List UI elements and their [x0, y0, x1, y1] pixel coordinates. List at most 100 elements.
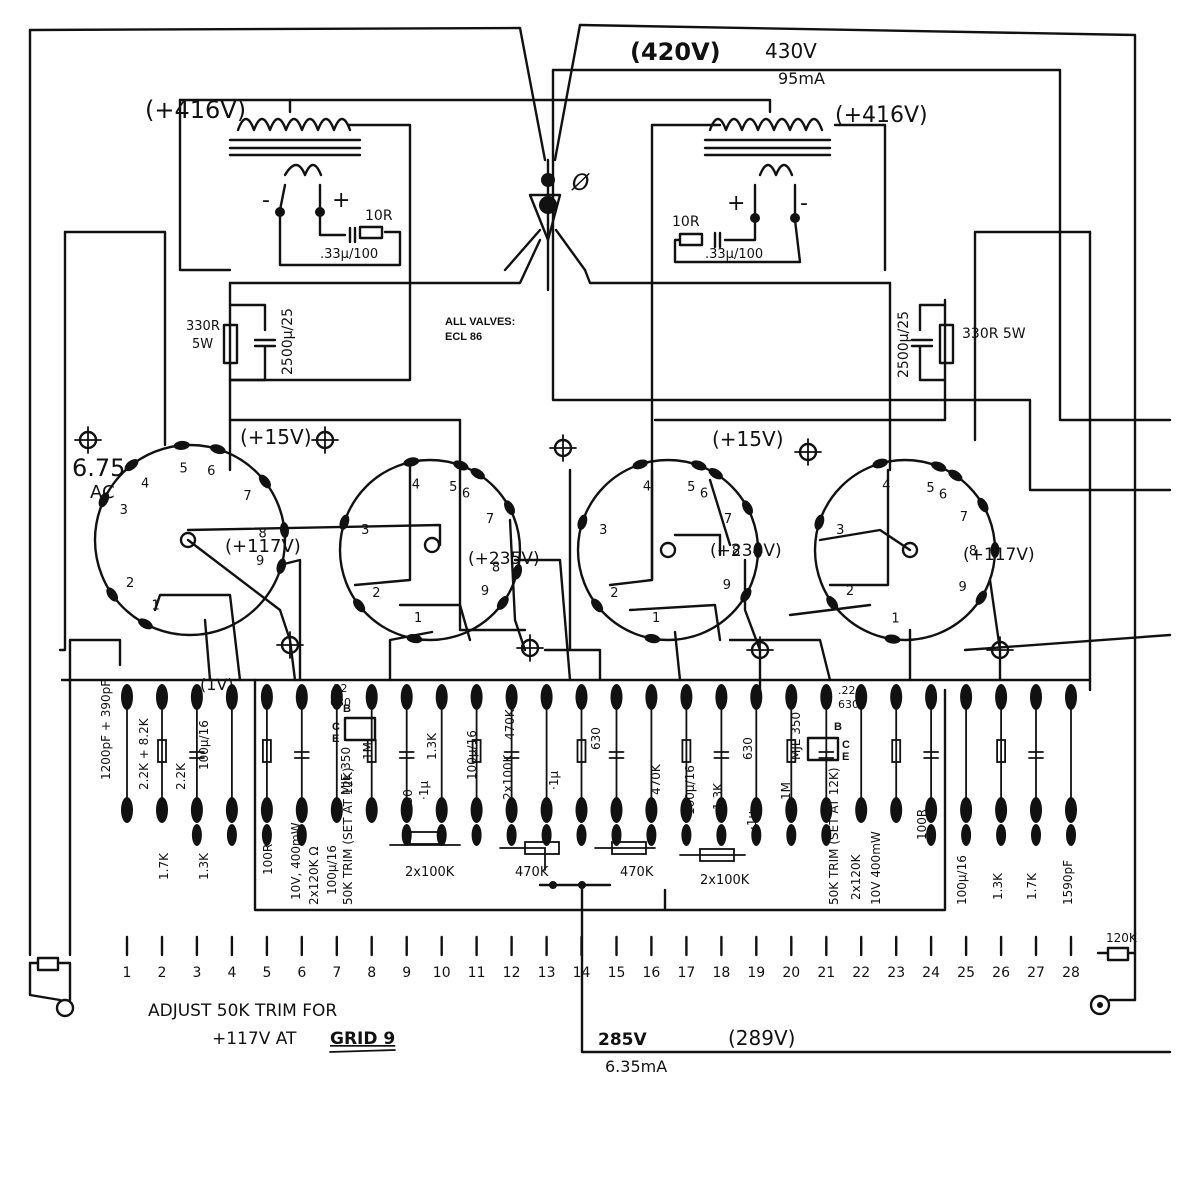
- board-pad-low: [1066, 824, 1076, 846]
- pin-number: 3: [120, 503, 128, 518]
- column-number: 26: [992, 965, 1010, 981]
- crosshair-lines: [276, 631, 304, 659]
- output-terminal-right: [1089, 946, 1137, 1016]
- board-pad-mid: [575, 797, 588, 823]
- b-plus-nominal: 430V: [765, 39, 817, 63]
- board-pad-top: [260, 684, 273, 710]
- transistor-pin-label: C: [332, 721, 340, 733]
- crosshair-lines: [746, 636, 774, 664]
- board-vertical-label: 2.2K: [174, 762, 188, 790]
- board-pad-top: [1065, 684, 1077, 710]
- left-330r: 330R: [186, 319, 220, 334]
- valve-pin: [884, 634, 901, 644]
- pin-number: 5: [179, 461, 187, 476]
- board-pad-mid: [435, 797, 448, 823]
- adjust-note: ADJUST 50K TRIM FOR +117V AT GRID 9: [148, 1001, 396, 1053]
- board-pad-top: [960, 684, 973, 710]
- pin-number: 9: [256, 554, 264, 569]
- pin-number: 4: [882, 479, 890, 494]
- right-plus: +: [727, 191, 745, 216]
- board-pad-low: [506, 824, 517, 846]
- column-number: 17: [677, 965, 695, 981]
- board-pad-top: [680, 684, 693, 710]
- pin-number: 9: [481, 584, 489, 599]
- pin-number: 1: [652, 611, 660, 626]
- column-number: 27: [1027, 965, 1045, 981]
- cathode-bypass-labels: 330R 5W 2500µ/25 330R 5W 2500µ/25: [186, 308, 1026, 378]
- board-pad-top: [645, 684, 658, 710]
- board-h-resistor: [409, 831, 445, 845]
- note-ecl86: ECL 86: [445, 331, 482, 343]
- board-pad-mid: [610, 797, 623, 823]
- pin-number: 5: [926, 481, 934, 496]
- right-output-transformer: [650, 117, 832, 582]
- board-horizontal-label: 470K: [515, 865, 549, 880]
- board-pad-top: [121, 684, 133, 710]
- board-vertical-label: 1.3K: [197, 852, 211, 880]
- board-vertical-label: 100µ/16: [683, 765, 697, 815]
- pin-number: 9: [723, 578, 731, 593]
- right-minus: -: [800, 191, 808, 216]
- board-vertical-label: 1.3K: [991, 872, 1005, 900]
- board-pad-mid: [1030, 797, 1042, 823]
- board-horizontal-label: 2x100K: [700, 873, 750, 888]
- board-vertical-label: 100µ/16: [197, 720, 211, 770]
- board-pad-low: [541, 824, 552, 846]
- valve-pin: [504, 500, 515, 516]
- left-plus: +: [332, 188, 350, 213]
- board-pad-low: [961, 824, 972, 846]
- board-capacitor: [189, 751, 205, 759]
- valve-pin: [210, 444, 226, 455]
- transistor-pin-label: B: [343, 703, 351, 715]
- board-pad-mid: [820, 797, 833, 823]
- board-pad-top: [995, 684, 1008, 710]
- board-pad-mid: [715, 797, 728, 823]
- board-capacitor: [818, 751, 835, 759]
- pin-number: 2: [126, 576, 134, 591]
- column-number: 21: [817, 965, 835, 981]
- board-pad-mid: [260, 797, 273, 823]
- board-pad-top: [925, 684, 938, 710]
- column-number: 18: [712, 965, 730, 981]
- pin-number: 3: [599, 523, 607, 538]
- board-pad-mid: [785, 797, 798, 823]
- board-pad-top: [1030, 684, 1042, 710]
- mounting-crosshairs: [74, 426, 1014, 664]
- board-capacitor: [713, 751, 730, 759]
- board-pad-top: [575, 684, 588, 710]
- pin-number: 6: [700, 486, 708, 501]
- ground-symbol: Ø: [571, 171, 590, 196]
- board-pad-top: [365, 684, 378, 710]
- right-10r: 10R: [672, 214, 700, 230]
- board-vertical-label: 100R: [915, 809, 929, 840]
- left-ot-voltage: (+416V): [145, 96, 246, 124]
- board-vertical-label: 10V 400mW: [869, 831, 883, 905]
- board-pad-mid: [1065, 797, 1077, 823]
- board-vertical-label: 1M: [779, 782, 793, 800]
- all-valves-note: ALL VALVES: ECL 86: [445, 316, 515, 343]
- b-plus-measured: (420V): [630, 38, 721, 66]
- pin-number: 6: [462, 486, 470, 501]
- bus-node: [549, 881, 557, 889]
- v3-grid-voltage: (+234V): [710, 541, 782, 561]
- valve-pin: [496, 595, 509, 610]
- board-resistor: [157, 739, 167, 763]
- one-volt-label: (1V): [200, 675, 234, 694]
- board-vertical-label: 1.7K: [157, 852, 171, 880]
- crosshair-lines: [311, 426, 339, 454]
- board-pad-low: [261, 824, 272, 846]
- pin-number: 5: [449, 480, 457, 495]
- pin-number: 7: [243, 489, 251, 504]
- pin-number: 1: [414, 611, 422, 626]
- board-pad-top: [400, 684, 413, 710]
- column-number: 23: [887, 965, 905, 981]
- board-pad-low: [996, 824, 1007, 846]
- board-vertical-label: MJE 350: [789, 712, 803, 760]
- board-vertical-label: 630: [401, 789, 415, 812]
- board-pad-low: [681, 824, 692, 846]
- board-pad-mid: [960, 797, 973, 823]
- board-capacitor: [608, 751, 625, 759]
- board-vertical-label: 50K TRIM (SET AT 12K): [341, 767, 355, 905]
- board-pad-mid: [890, 797, 903, 823]
